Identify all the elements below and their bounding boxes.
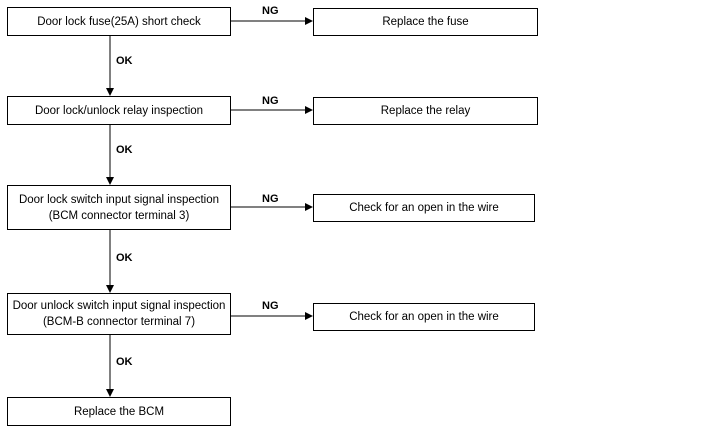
step-lock-switch-inspection: Door lock switch input signal inspection… — [7, 185, 231, 230]
step-lock-switch-inspection-text: Door lock switch input signal inspection — [18, 193, 220, 206]
ok-label-2: OK — [116, 144, 133, 156]
step-fuse-check: Door lock fuse(25A) short check — [7, 7, 231, 36]
ng-label-1: NG — [262, 5, 279, 17]
action-check-wire-unlock: Check for an open in the wire — [313, 303, 535, 331]
ng-label-3: NG — [262, 193, 279, 205]
step-unlock-switch-inspection-subtext: (BCM-B connector terminal 7) — [42, 316, 196, 328]
step-relay-inspection: Door lock/unlock relay inspection — [7, 96, 231, 125]
action-replace-fuse: Replace the fuse — [313, 8, 538, 36]
action-replace-relay: Replace the relay — [313, 97, 538, 125]
action-check-wire-lock: Check for an open in the wire — [313, 194, 535, 222]
ng-label-2: NG — [262, 95, 279, 107]
ok-label-1: OK — [116, 55, 133, 67]
ok-label-3: OK — [116, 252, 133, 264]
ng-label-4: NG — [262, 300, 279, 312]
step-lock-switch-inspection-subtext: (BCM connector terminal 3) — [48, 209, 190, 222]
ok-label-4: OK — [116, 356, 133, 368]
action-replace-fuse-text: Replace the fuse — [382, 16, 469, 28]
step-replace-bcm-text: Replace the BCM — [73, 405, 165, 418]
action-check-wire-unlock-text: Check for an open in the wire — [349, 311, 499, 323]
step-unlock-switch-inspection: Door unlock switch input signal inspecti… — [7, 293, 231, 335]
action-check-wire-lock-text: Check for an open in the wire — [349, 202, 499, 214]
step-fuse-check-text: Door lock fuse(25A) short check — [37, 15, 201, 28]
step-unlock-switch-inspection-text: Door unlock switch input signal inspecti… — [12, 300, 226, 312]
action-replace-relay-text: Replace the relay — [380, 105, 471, 117]
step-replace-bcm: Replace the BCM — [7, 397, 231, 426]
step-relay-inspection-text: Door lock/unlock relay inspection — [34, 104, 204, 117]
